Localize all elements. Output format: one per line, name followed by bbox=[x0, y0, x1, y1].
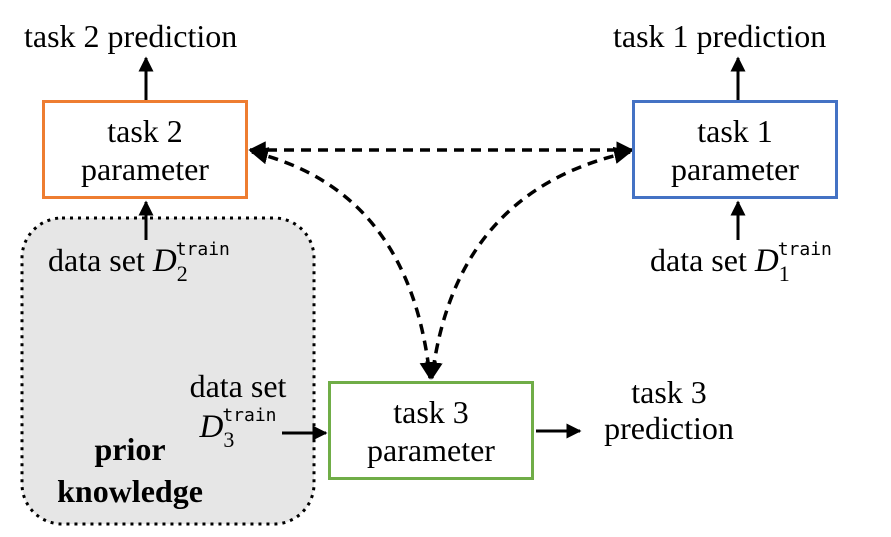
prior-knowledge-label: prior knowledge bbox=[30, 428, 230, 512]
task1-dataset-prefix: data set bbox=[650, 242, 747, 278]
prior-knowledge-line1: prior bbox=[94, 431, 166, 467]
task2-dataset-sup: train bbox=[175, 239, 230, 260]
task3-dataset-var: D bbox=[199, 409, 224, 445]
task1-dataset-var: D bbox=[754, 243, 779, 279]
prior-knowledge-line2: knowledge bbox=[57, 473, 203, 509]
task2-dataset-label: data set D2train bbox=[48, 239, 230, 286]
task2-box-line1: task 2 bbox=[107, 112, 183, 149]
task2-box-line2: parameter bbox=[81, 150, 209, 187]
task1-dataset-label: data set D1train bbox=[650, 239, 832, 286]
task1-parameter-box: task 1 parameter bbox=[632, 100, 838, 199]
task3-dataset-prefix: data set bbox=[189, 368, 287, 404]
task2-dataset-prefix: data set bbox=[48, 242, 145, 278]
task2-parameter-box: task 2 parameter bbox=[42, 100, 248, 199]
prior-knowledge-region bbox=[20, 216, 316, 526]
task1-dataset-sup: train bbox=[777, 239, 832, 260]
dashed-link-task1-task3 bbox=[425, 146, 632, 380]
task1-prediction-label: task 1 prediction bbox=[613, 18, 827, 54]
task3-box-line2: parameter bbox=[367, 431, 495, 468]
task2-prediction-label: task 2 prediction bbox=[24, 18, 238, 54]
task3-dataset-sub: 3 bbox=[223, 427, 235, 452]
task3-box-line1: task 3 bbox=[393, 393, 469, 430]
task3-dataset-label: data set D3train bbox=[176, 368, 300, 452]
task3-prediction-line1: task 3 bbox=[631, 374, 707, 410]
task3-parameter-box: task 3 parameter bbox=[328, 381, 534, 480]
task2-dataset-sub: 2 bbox=[176, 261, 188, 286]
task1-box-line1: task 1 bbox=[697, 112, 773, 149]
dashed-link-task2-task3 bbox=[250, 147, 438, 380]
task1-box-line2: parameter bbox=[671, 150, 799, 187]
task2-dataset-var: D bbox=[152, 243, 177, 279]
task3-prediction-label: task 3 prediction bbox=[588, 374, 750, 446]
task3-dataset-sup: train bbox=[222, 405, 277, 426]
task1-dataset-sub: 1 bbox=[778, 261, 790, 286]
task3-prediction-line2: prediction bbox=[604, 410, 734, 446]
